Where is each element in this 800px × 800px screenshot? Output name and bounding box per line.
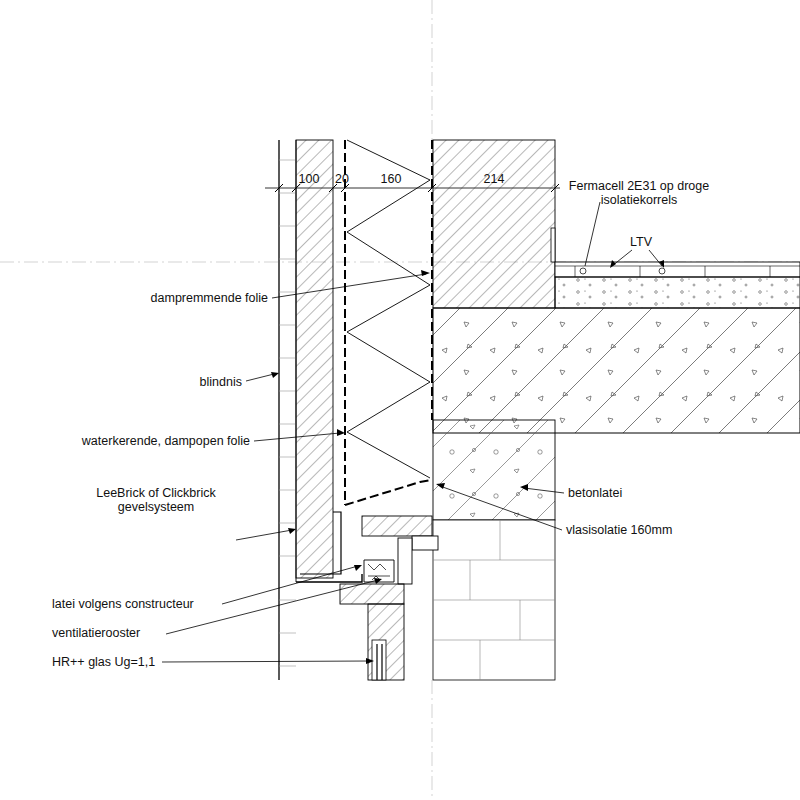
dimension: 20 — [330, 172, 354, 186]
part-label: dampremmende folie — [100, 291, 268, 305]
part-label: ventilatierooster — [52, 626, 164, 640]
part-label: HR++ glas Ug=1,1 — [52, 655, 160, 669]
dimension: 160 — [375, 172, 407, 186]
material-note: LTV — [624, 235, 658, 249]
part-label: betonlatei — [568, 486, 668, 500]
dimension: 100 — [293, 172, 325, 186]
part-label: LeeBrick of Clickbrick gevelsysteem — [78, 486, 234, 514]
part-label: latei volgens constructeur — [52, 597, 222, 611]
material-note: Fermacell 2E31 op droge isolatiekorrels — [568, 179, 710, 207]
part-label: waterkerende, dampopen folie — [20, 434, 250, 448]
part-label: blindnis — [140, 375, 242, 389]
part-label: vlasisolatie 160mm — [566, 523, 716, 537]
dimension: 214 — [478, 172, 510, 186]
